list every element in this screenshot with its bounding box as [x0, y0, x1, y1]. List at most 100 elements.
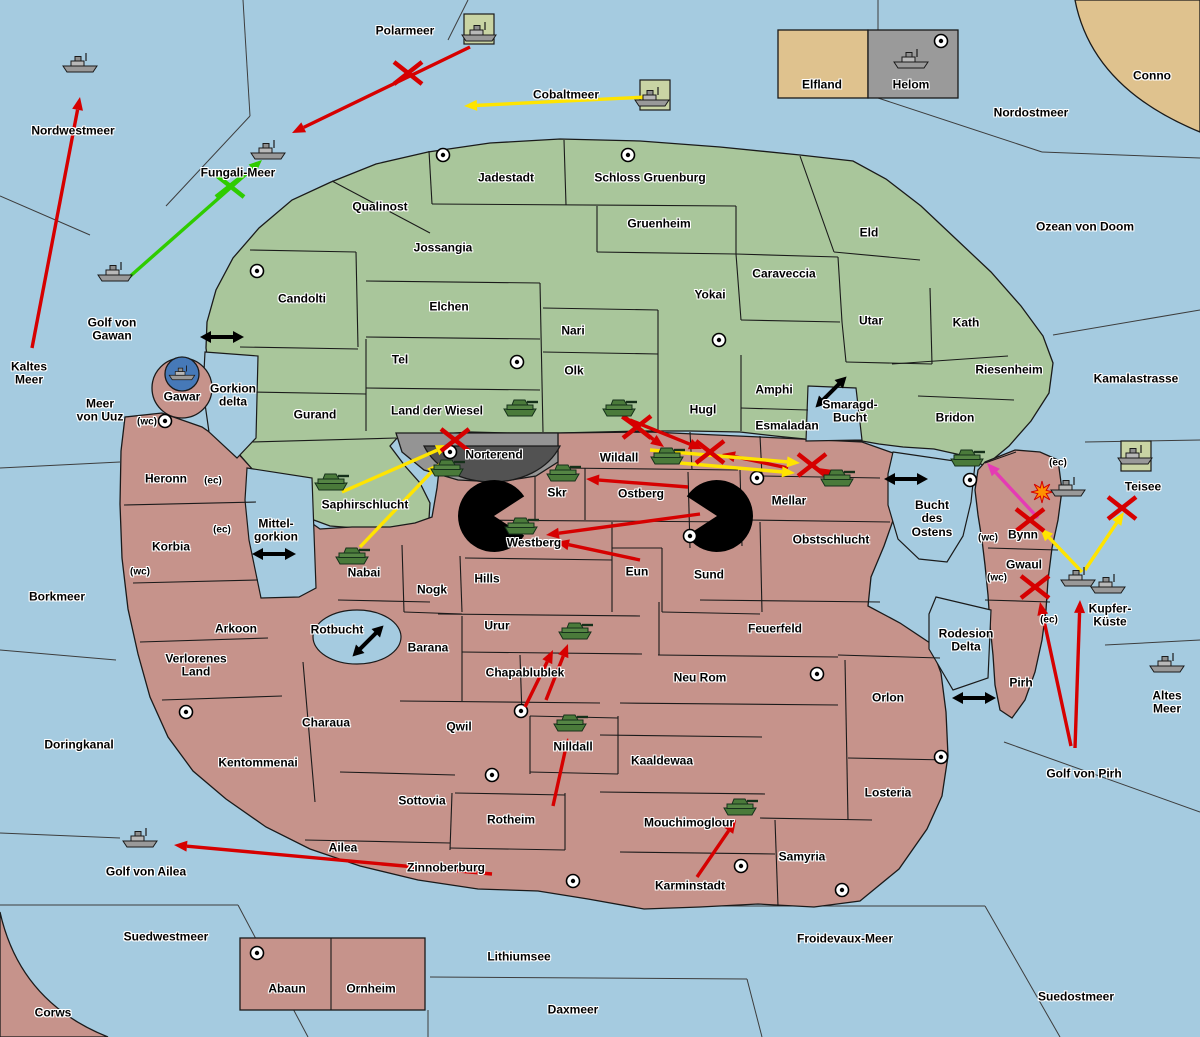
territory-border	[833, 251, 921, 261]
battle-x-marker	[1106, 495, 1138, 521]
elfland-box[interactable]	[777, 29, 869, 99]
territory-border	[799, 155, 835, 253]
territory-border	[251, 437, 397, 443]
ship-unit[interactable]	[97, 262, 133, 282]
conno-corner[interactable]	[1074, 0, 1200, 133]
city-marker-dot	[183, 709, 189, 715]
attack-arrow-red	[302, 45, 471, 129]
attack-arrowhead	[556, 539, 570, 551]
rodesion-delta-water[interactable]	[928, 596, 992, 691]
city-marker-dot	[162, 418, 168, 424]
territory-border	[596, 251, 737, 255]
ship-unit[interactable]	[168, 365, 196, 381]
territory-border	[161, 695, 283, 701]
territory-border	[657, 654, 839, 658]
tank-unit[interactable]	[553, 714, 588, 732]
mittel-gorkion-water[interactable]	[244, 467, 317, 599]
territory-border	[401, 544, 405, 613]
battle-x-marker	[1014, 507, 1046, 533]
territory-border	[337, 599, 431, 603]
city-marker-dot	[754, 475, 760, 481]
territory-border	[132, 579, 259, 584]
territory-border	[619, 851, 776, 855]
smaragd-bucht-water[interactable]	[805, 385, 863, 442]
abaun-ornheim-box[interactable]	[239, 937, 426, 1011]
tank-unit[interactable]	[602, 399, 637, 417]
territory-border	[431, 203, 737, 207]
city-marker-dot	[814, 671, 820, 677]
territory-border	[331, 180, 431, 234]
territory-border	[847, 757, 949, 761]
city-marker-dot	[625, 152, 631, 158]
attack-arrow-red	[544, 655, 565, 701]
attack-arrowhead	[464, 99, 478, 111]
attack-arrow-red	[551, 750, 567, 807]
sea-zone-border	[877, 97, 1043, 153]
attack-arrowhead	[542, 650, 553, 665]
sea-zone-border	[0, 461, 121, 469]
territory-border	[837, 256, 843, 323]
tank-unit[interactable]	[504, 517, 539, 535]
territory-border	[845, 361, 933, 365]
territory-border	[239, 346, 359, 350]
territory-border	[365, 280, 541, 284]
ship-unit[interactable]	[62, 53, 98, 73]
sea-zone-border	[1104, 639, 1200, 646]
ship-unit[interactable]	[1060, 567, 1096, 587]
city-marker-dot	[254, 950, 260, 956]
ship-unit[interactable]	[1149, 653, 1185, 673]
territory-border	[542, 351, 659, 355]
tank-unit[interactable]	[430, 459, 465, 477]
territory-border	[759, 817, 873, 821]
territory-border	[302, 661, 316, 803]
attack-arrow-red	[523, 660, 549, 708]
ship-unit[interactable]	[893, 49, 929, 69]
territory-border	[747, 519, 891, 523]
connection-arrow	[815, 376, 847, 408]
city-marker-dot	[570, 878, 576, 884]
territory-border	[399, 700, 601, 704]
connection-arrow	[884, 473, 928, 485]
territory-border	[984, 599, 1051, 603]
sea-zone-border	[0, 195, 91, 236]
attack-arrowhead	[248, 160, 262, 173]
rotbucht-water[interactable]	[312, 609, 402, 665]
attack-arrowhead	[724, 820, 736, 834]
tank-unit[interactable]	[558, 622, 593, 640]
ship-unit[interactable]	[122, 828, 158, 848]
explosion-marker	[1030, 480, 1054, 504]
ship-unit[interactable]	[250, 140, 286, 160]
sea-zone-border	[447, 0, 469, 41]
territory-border	[699, 599, 881, 603]
ship-unit[interactable]	[1117, 445, 1153, 465]
tank-unit[interactable]	[650, 447, 685, 465]
city-marker-dot	[440, 152, 446, 158]
ship-unit[interactable]	[1090, 574, 1126, 594]
tank-unit[interactable]	[950, 449, 985, 467]
territory-border	[542, 307, 659, 311]
attack-arrowhead	[558, 644, 569, 659]
city-marker-dot	[938, 754, 944, 760]
territory-border	[759, 521, 763, 613]
territory-border	[449, 847, 566, 851]
attack-arrowhead	[987, 463, 1000, 477]
sea-zone-border	[1041, 151, 1200, 159]
tank-unit[interactable]	[503, 399, 538, 417]
tank-unit[interactable]	[546, 464, 581, 482]
territory-border	[837, 654, 941, 659]
territory-border	[740, 319, 841, 323]
city-marker-dot	[967, 477, 973, 483]
ship-unit[interactable]	[634, 87, 670, 107]
tank-unit[interactable]	[335, 547, 370, 565]
territory-border	[339, 771, 456, 776]
ship-unit[interactable]	[1050, 477, 1086, 497]
connection-arrow	[200, 331, 244, 343]
tank-unit[interactable]	[314, 473, 349, 491]
territory-border	[599, 734, 763, 738]
tank-unit[interactable]	[820, 469, 855, 487]
tank-unit[interactable]	[723, 798, 758, 816]
ship-unit[interactable]	[461, 22, 497, 42]
attack-arrowhead	[72, 97, 83, 111]
battle-x-marker	[796, 452, 828, 478]
